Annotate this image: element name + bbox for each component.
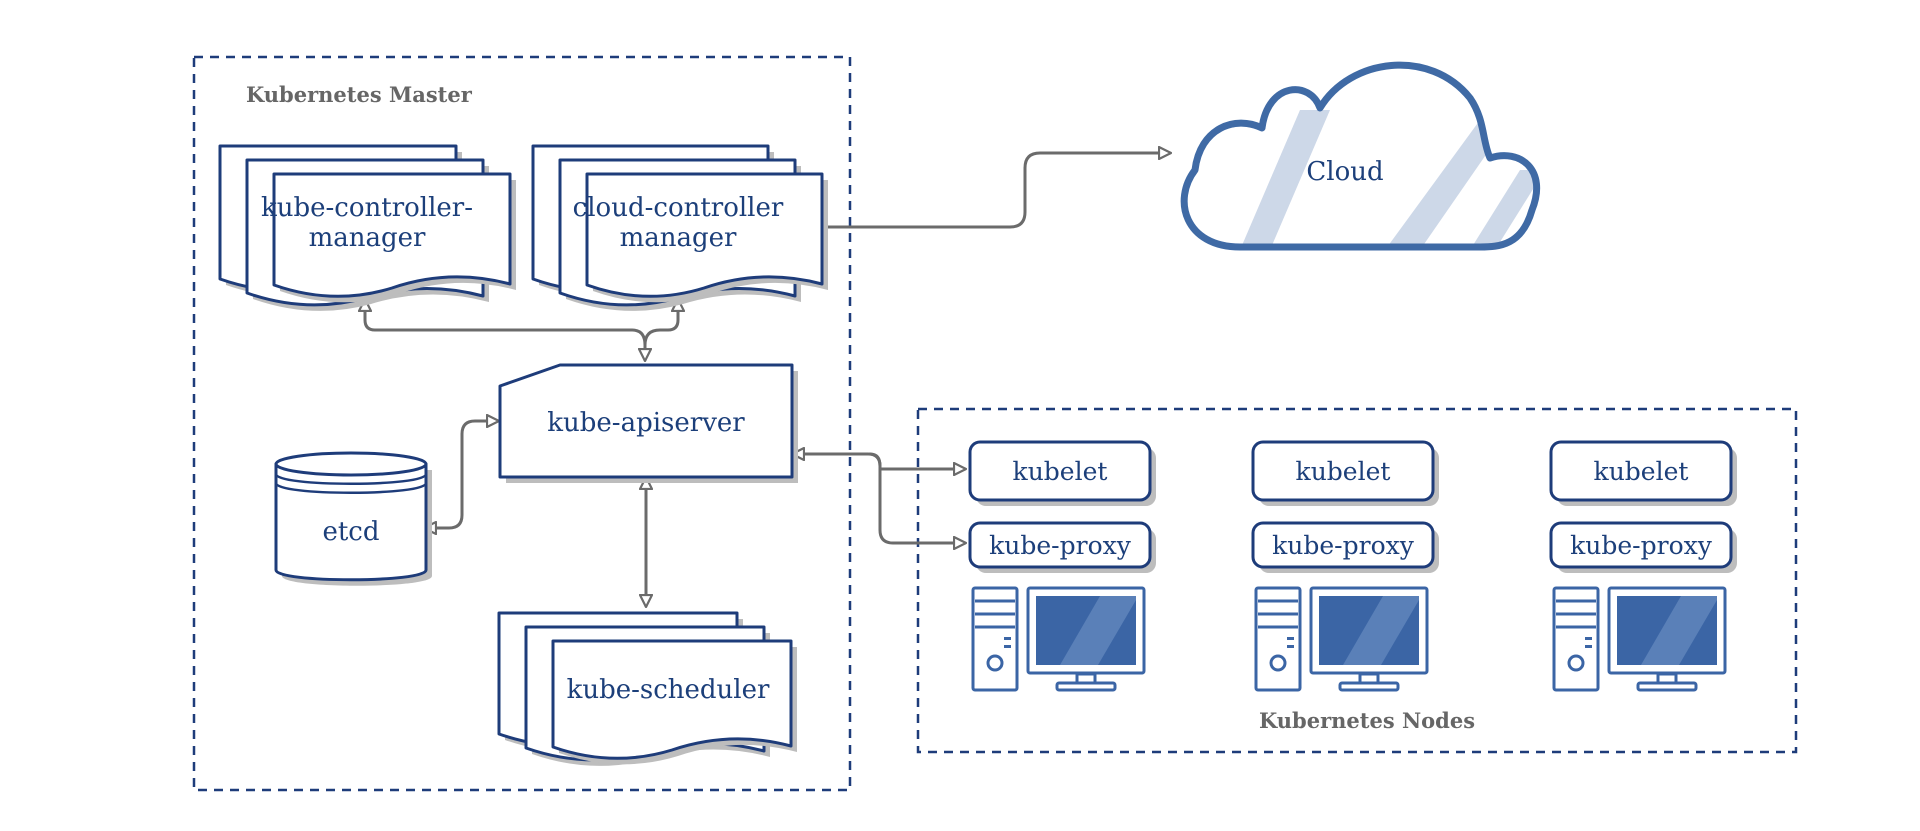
node-3-kubelet-box [1549, 440, 1733, 502]
node-3-kube-proxy-box [1549, 521, 1733, 569]
connectors [365, 153, 1170, 606]
node-2-computer-icon [1254, 586, 1429, 692]
node-1-kubelet-box [968, 440, 1152, 502]
cloud-controller-manager-label-line1: cloud-controller [573, 193, 784, 223]
kube-apiserver-label: kube-apiserver [547, 408, 745, 438]
node-1-kube-proxy-box [968, 521, 1152, 569]
connector-apiserver-etcd [425, 421, 498, 528]
node-3-computer-icon [1552, 586, 1727, 692]
node-3-kubelet-label: kubelet [1594, 457, 1689, 486]
nodes-group: Kubernetes Nodes [916, 407, 1798, 754]
master-group: Kubernetes Master [192, 55, 852, 792]
kube-scheduler-label: kube-scheduler [567, 675, 770, 705]
node-2-kubelet-box [1251, 440, 1435, 502]
node-3-kube-proxy-label: kube-proxy [1570, 531, 1713, 560]
etcd: etcd [274, 451, 432, 586]
cloud: Cloud [1180, 61, 1541, 251]
kube-controller-manager-label-line2: manager [309, 223, 426, 253]
cloud-label: Cloud [1306, 157, 1383, 187]
node-2-kubelet-label: kubelet [1296, 457, 1391, 486]
connector-apiserver-controller-manager [365, 300, 645, 360]
cloud-controller-manager: cloud-controller manager [531, 144, 828, 311]
node-1-computer-icon [971, 586, 1146, 692]
cloud-controller-manager-label-line2: manager [620, 223, 737, 253]
kube-apiserver: kube-apiserver [498, 363, 798, 483]
connector-cloud-controller-cloud [820, 153, 1170, 229]
node-2-kube-proxy-label: kube-proxy [1272, 531, 1415, 560]
node-2-kube-proxy-box [1251, 521, 1435, 569]
connector-apiserver-cloud-controller [643, 300, 678, 347]
node-3: kubelet kube-proxy [1549, 440, 1737, 692]
nodes-group-title: Kubernetes Nodes [1259, 708, 1475, 733]
node-1-kubelet-label: kubelet [1013, 457, 1108, 486]
etcd-label: etcd [322, 517, 379, 547]
connector-apiserver-kube-proxy [868, 452, 965, 543]
master-group-border [192, 55, 852, 792]
kube-scheduler: kube-scheduler [497, 611, 797, 766]
nodes-group-border [916, 407, 1798, 754]
node-2: kubelet kube-proxy [1251, 440, 1439, 692]
node-1-kube-proxy-label: kube-proxy [989, 531, 1132, 560]
kube-controller-manager: kube-controller- manager [218, 144, 516, 311]
node-1: kubelet kube-proxy [968, 440, 1156, 692]
kube-controller-manager-label-line1: kube-controller- [261, 193, 473, 223]
master-group-title: Kubernetes Master [246, 82, 473, 107]
